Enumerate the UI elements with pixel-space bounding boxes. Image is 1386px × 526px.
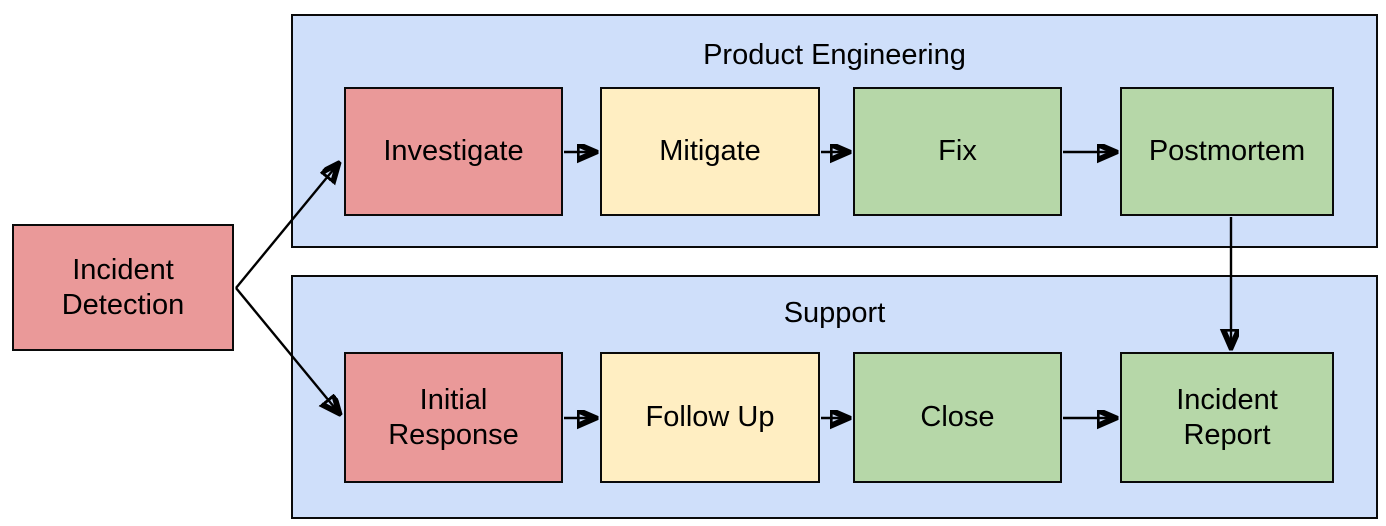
- node-investigate[interactable]: Investigate: [344, 87, 563, 216]
- node-fix[interactable]: Fix: [853, 87, 1062, 216]
- node-close[interactable]: Close: [853, 352, 1062, 483]
- node-incident-detection[interactable]: Incident Detection: [12, 224, 234, 351]
- node-incident-report[interactable]: Incident Report: [1120, 352, 1334, 483]
- node-initial-response[interactable]: Initial Response: [344, 352, 563, 483]
- swimlane-title-product-engineering: Product Engineering: [703, 39, 966, 71]
- swimlane-title-support: Support: [783, 297, 886, 329]
- node-mitigate[interactable]: Mitigate: [600, 87, 820, 216]
- node-follow-up[interactable]: Follow Up: [600, 352, 820, 483]
- node-postmortem[interactable]: Postmortem: [1120, 87, 1334, 216]
